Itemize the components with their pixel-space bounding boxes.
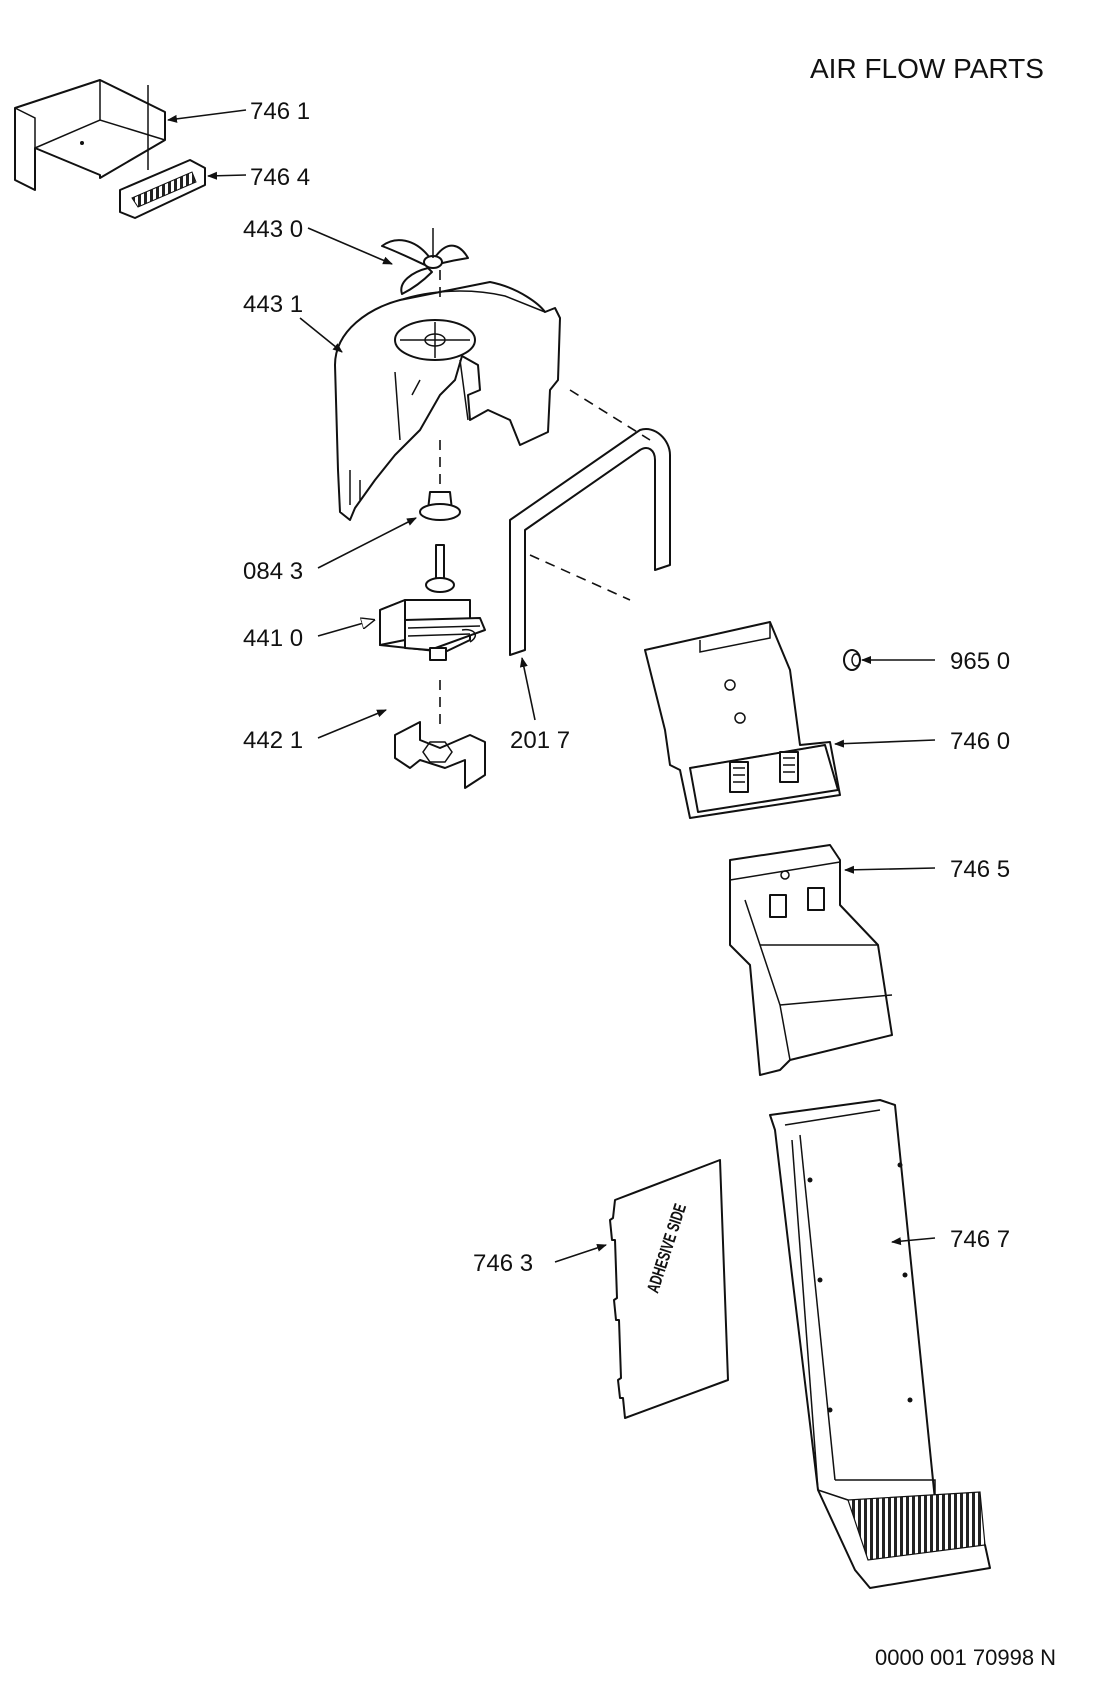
part-746-3-adhesive-pad: ADHESIVE SIDE <box>609 1159 729 1419</box>
part-441-0-fan-motor <box>379 544 486 661</box>
label-965-0: 965 0 <box>950 648 1010 675</box>
part-443-0-fan-blade <box>381 228 469 295</box>
label-746-7: 746 7 <box>950 1226 1010 1253</box>
label-201-7: 201 7 <box>510 727 570 754</box>
part-201-7-u-channel <box>509 428 671 656</box>
part-746-1-duct-bracket <box>14 79 166 191</box>
part-labels: 746 1 746 4 443 0 443 1 084 3 441 0 442 … <box>243 98 1010 1277</box>
diagram-title: AIR FLOW PARTS <box>810 53 1044 84</box>
label-746-1: 746 1 <box>250 98 310 125</box>
label-746-3: 746 3 <box>473 1250 533 1277</box>
label-746-0: 746 0 <box>950 728 1010 755</box>
part-965-0-plug <box>843 649 861 671</box>
assembly-lines <box>439 270 651 730</box>
part-443-1-fan-shroud <box>334 281 561 521</box>
part-746-4-grille <box>119 159 206 219</box>
label-746-5: 746 5 <box>950 856 1010 883</box>
label-084-3: 084 3 <box>243 558 303 585</box>
label-442-1: 442 1 <box>243 727 303 754</box>
part-442-1-motor-bracket <box>394 721 486 789</box>
label-443-1: 443 1 <box>243 291 303 318</box>
part-746-5-damper-housing <box>729 844 893 1076</box>
part-084-3-nut <box>419 491 461 521</box>
drawing-number: 0000 001 70998 N <box>875 1645 1056 1670</box>
leader-lines <box>167 109 936 1263</box>
part-746-0-damper-plate <box>644 621 841 819</box>
part-746-7-lower-duct <box>769 1099 991 1589</box>
label-441-0: 441 0 <box>243 625 303 652</box>
label-443-0: 443 0 <box>243 216 303 243</box>
label-746-4: 746 4 <box>250 164 310 191</box>
